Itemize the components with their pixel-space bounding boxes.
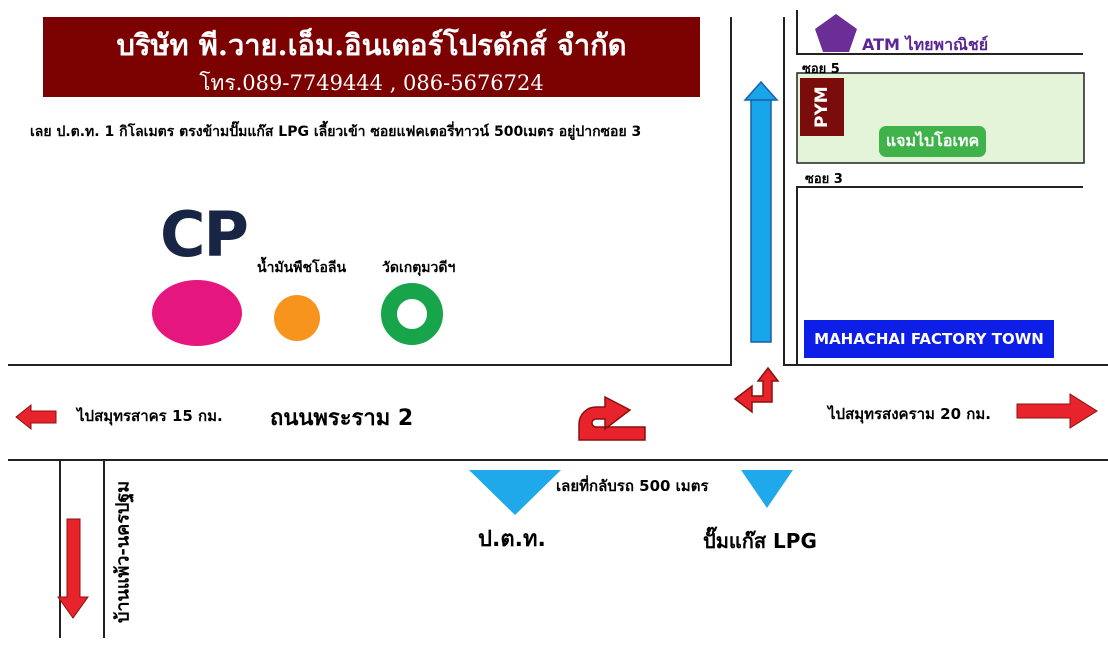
up-arrow-icon: [743, 80, 779, 343]
soi5-label: ซอย 5: [802, 62, 840, 77]
down-arrow-icon: [57, 518, 89, 619]
pentagon-icon: [815, 14, 857, 52]
temple-green-ring: [381, 283, 443, 345]
road-edge-soi: [783, 17, 1108, 366]
turn-left-up-icon: [733, 366, 780, 414]
road-edge-top-left: [8, 17, 732, 366]
jam-biotech-badge: แจมไบโอเทค: [879, 126, 986, 157]
company-phone: โทร.089-7749444 , 086-5676724: [199, 71, 544, 95]
main-road-label: ถนนพระราม 2: [270, 406, 414, 431]
company-name: บริษัท พี.วาย.เอ็ม.อินเตอร์โปรดักส์ จำกั…: [116, 28, 627, 62]
pym-label: PYM: [812, 86, 832, 128]
cp-logo: CP: [160, 198, 249, 271]
directions-text: เลย ป.ต.ท. 1 กิโลเมตร ตรงข้ามปั๊มแก๊ส LP…: [30, 124, 642, 140]
atm-block-edge: [796, 10, 1083, 55]
side-road-label: บ้านแพ้ว-นครปฐม: [112, 480, 134, 624]
soi3-label: ซอย 3: [805, 172, 843, 187]
lpg-triangle-icon: [741, 470, 793, 508]
oil-label: น้ำมันพืชโอลีน: [257, 260, 347, 276]
left-arrow-icon: [15, 403, 57, 431]
ptt-label: ป.ต.ท.: [478, 527, 546, 552]
dest-right-label: ไปสมุทรสงคราม 20 กม.: [828, 405, 991, 423]
atm-label: ATM ไทยพาณิชย์: [862, 35, 989, 54]
lpg-label: ปั๊มแก๊ส LPG: [703, 529, 817, 553]
right-arrow-icon: [1016, 393, 1098, 429]
cp-pink-circle: [152, 280, 242, 346]
factory-town-badge: MAHACHAI FACTORY TOWN: [804, 320, 1054, 358]
factory-block-edge: [796, 186, 1083, 365]
dest-left-label: ไปสมุทรสาคร 15 กม.: [77, 407, 223, 425]
company-banner: [43, 17, 700, 97]
pym-box: [800, 78, 844, 136]
ptt-triangle-icon: [469, 470, 561, 515]
temple-label: วัดเกตุมวดีฯ: [382, 260, 456, 276]
u-turn-icon: [578, 395, 646, 441]
oil-orange-circle: [274, 295, 320, 341]
uturn-note: เลยที่กลับรถ 500 เมตร: [556, 477, 709, 495]
